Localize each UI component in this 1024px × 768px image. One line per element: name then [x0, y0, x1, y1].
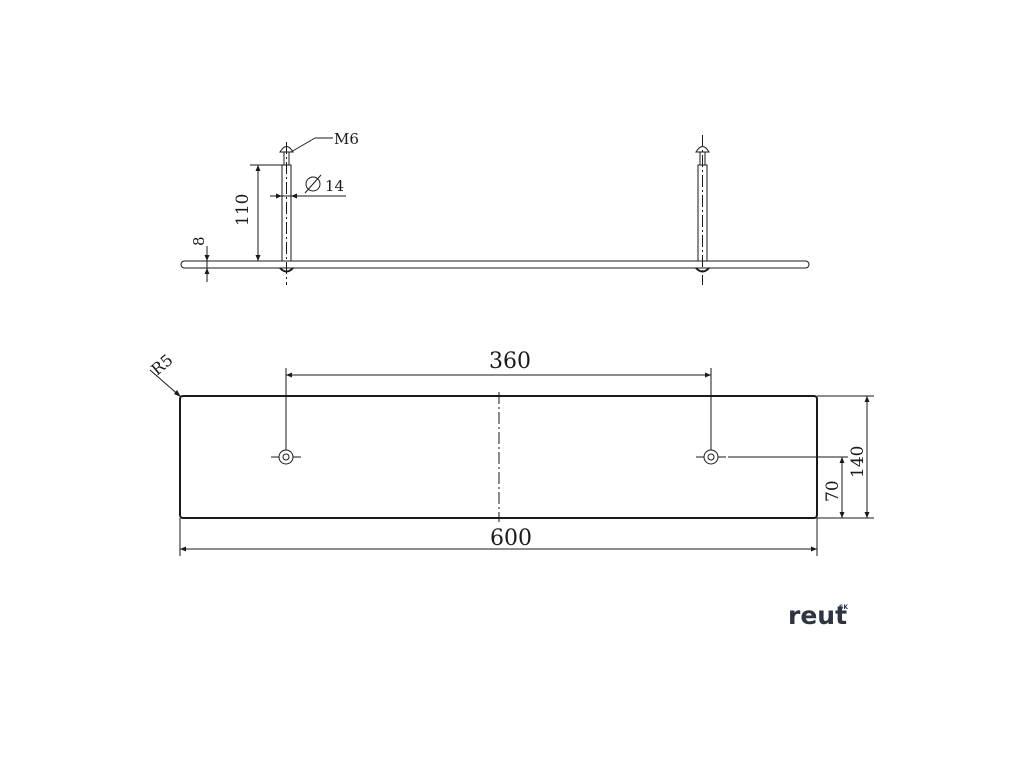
radius-label: R5	[147, 350, 176, 379]
left-hole	[271, 449, 301, 465]
hole-spacing-dimension: 360	[285, 349, 712, 450]
diameter-symbol-icon	[305, 176, 321, 192]
brand-suffix: SK	[839, 604, 848, 611]
side-view: M6 14 110 8	[180, 130, 810, 285]
hole-offset-dimension: 70	[728, 456, 848, 518]
depth-label: 140	[848, 446, 868, 478]
width-label: 600	[490, 526, 532, 551]
brand-logo: reut SK	[788, 601, 848, 630]
radius-callout: R5	[147, 350, 182, 398]
brand-name: reut	[788, 601, 847, 630]
left-pin	[279, 142, 294, 285]
hole-offset-label: 70	[823, 480, 843, 502]
shelf-plate-side	[180, 260, 810, 269]
hole-spacing-label: 360	[489, 349, 531, 374]
right-pin	[695, 135, 710, 285]
depth-dimension: 140	[817, 395, 874, 519]
thickness-label: 8	[190, 236, 208, 246]
thickness-dimension: 8	[190, 236, 213, 282]
diameter-dimension: 14	[270, 174, 346, 199]
width-dimension: 600	[179, 518, 818, 556]
right-hole	[696, 449, 726, 465]
thread-label: M6	[334, 130, 359, 148]
pin-height-dimension: 110	[233, 164, 282, 261]
thread-callout: M6	[290, 130, 359, 153]
pin-height-label: 110	[233, 194, 253, 226]
diameter-label: 14	[325, 177, 344, 195]
top-view: R5 360 600 140	[147, 349, 874, 556]
